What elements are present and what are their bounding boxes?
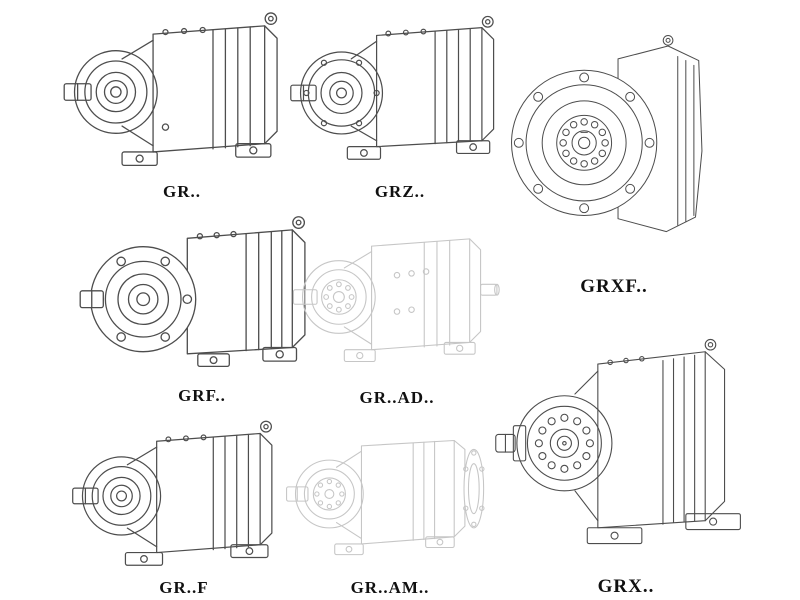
- figure-label-grfoot: GR..F: [159, 578, 209, 597]
- gearbox-drawing-grx: [495, 338, 741, 545]
- gearbox-drawing-grz: [290, 15, 495, 160]
- figure-grx: GRX..: [494, 302, 758, 598]
- figure-label-grad: GR..AD..: [359, 388, 435, 407]
- gearbox-drawing-grf: [79, 216, 306, 368]
- figure-grxf: GRXF..: [497, 2, 731, 298]
- gearbox-drawing-grad: [292, 238, 500, 363]
- figure-grfoot: GR..F: [60, 412, 308, 598]
- figure-gr: GR..: [58, 4, 306, 202]
- figure-label-gr: GR..: [163, 182, 201, 201]
- figure-label-grz: GRZ..: [374, 182, 426, 201]
- figure-label-grx: GRX..: [597, 576, 655, 597]
- figure-grad: GR..AD..: [288, 208, 506, 408]
- figure-label-grxf: GRXF..: [580, 276, 648, 297]
- figure-grz: GRZ..: [283, 4, 517, 202]
- figure-gram: GR..AM..: [283, 412, 497, 598]
- figure-grf: GRF..: [76, 206, 328, 406]
- figure-label-gram: GR..AM..: [350, 578, 430, 597]
- gearbox-drawing-grfoot: [72, 420, 273, 566]
- gearbox-drawing-gr: [63, 12, 278, 167]
- gearbox-drawing-gram: [286, 439, 485, 556]
- gearbox-drawing-grxf: [511, 35, 703, 233]
- figure-label-grf: GRF..: [178, 386, 226, 405]
